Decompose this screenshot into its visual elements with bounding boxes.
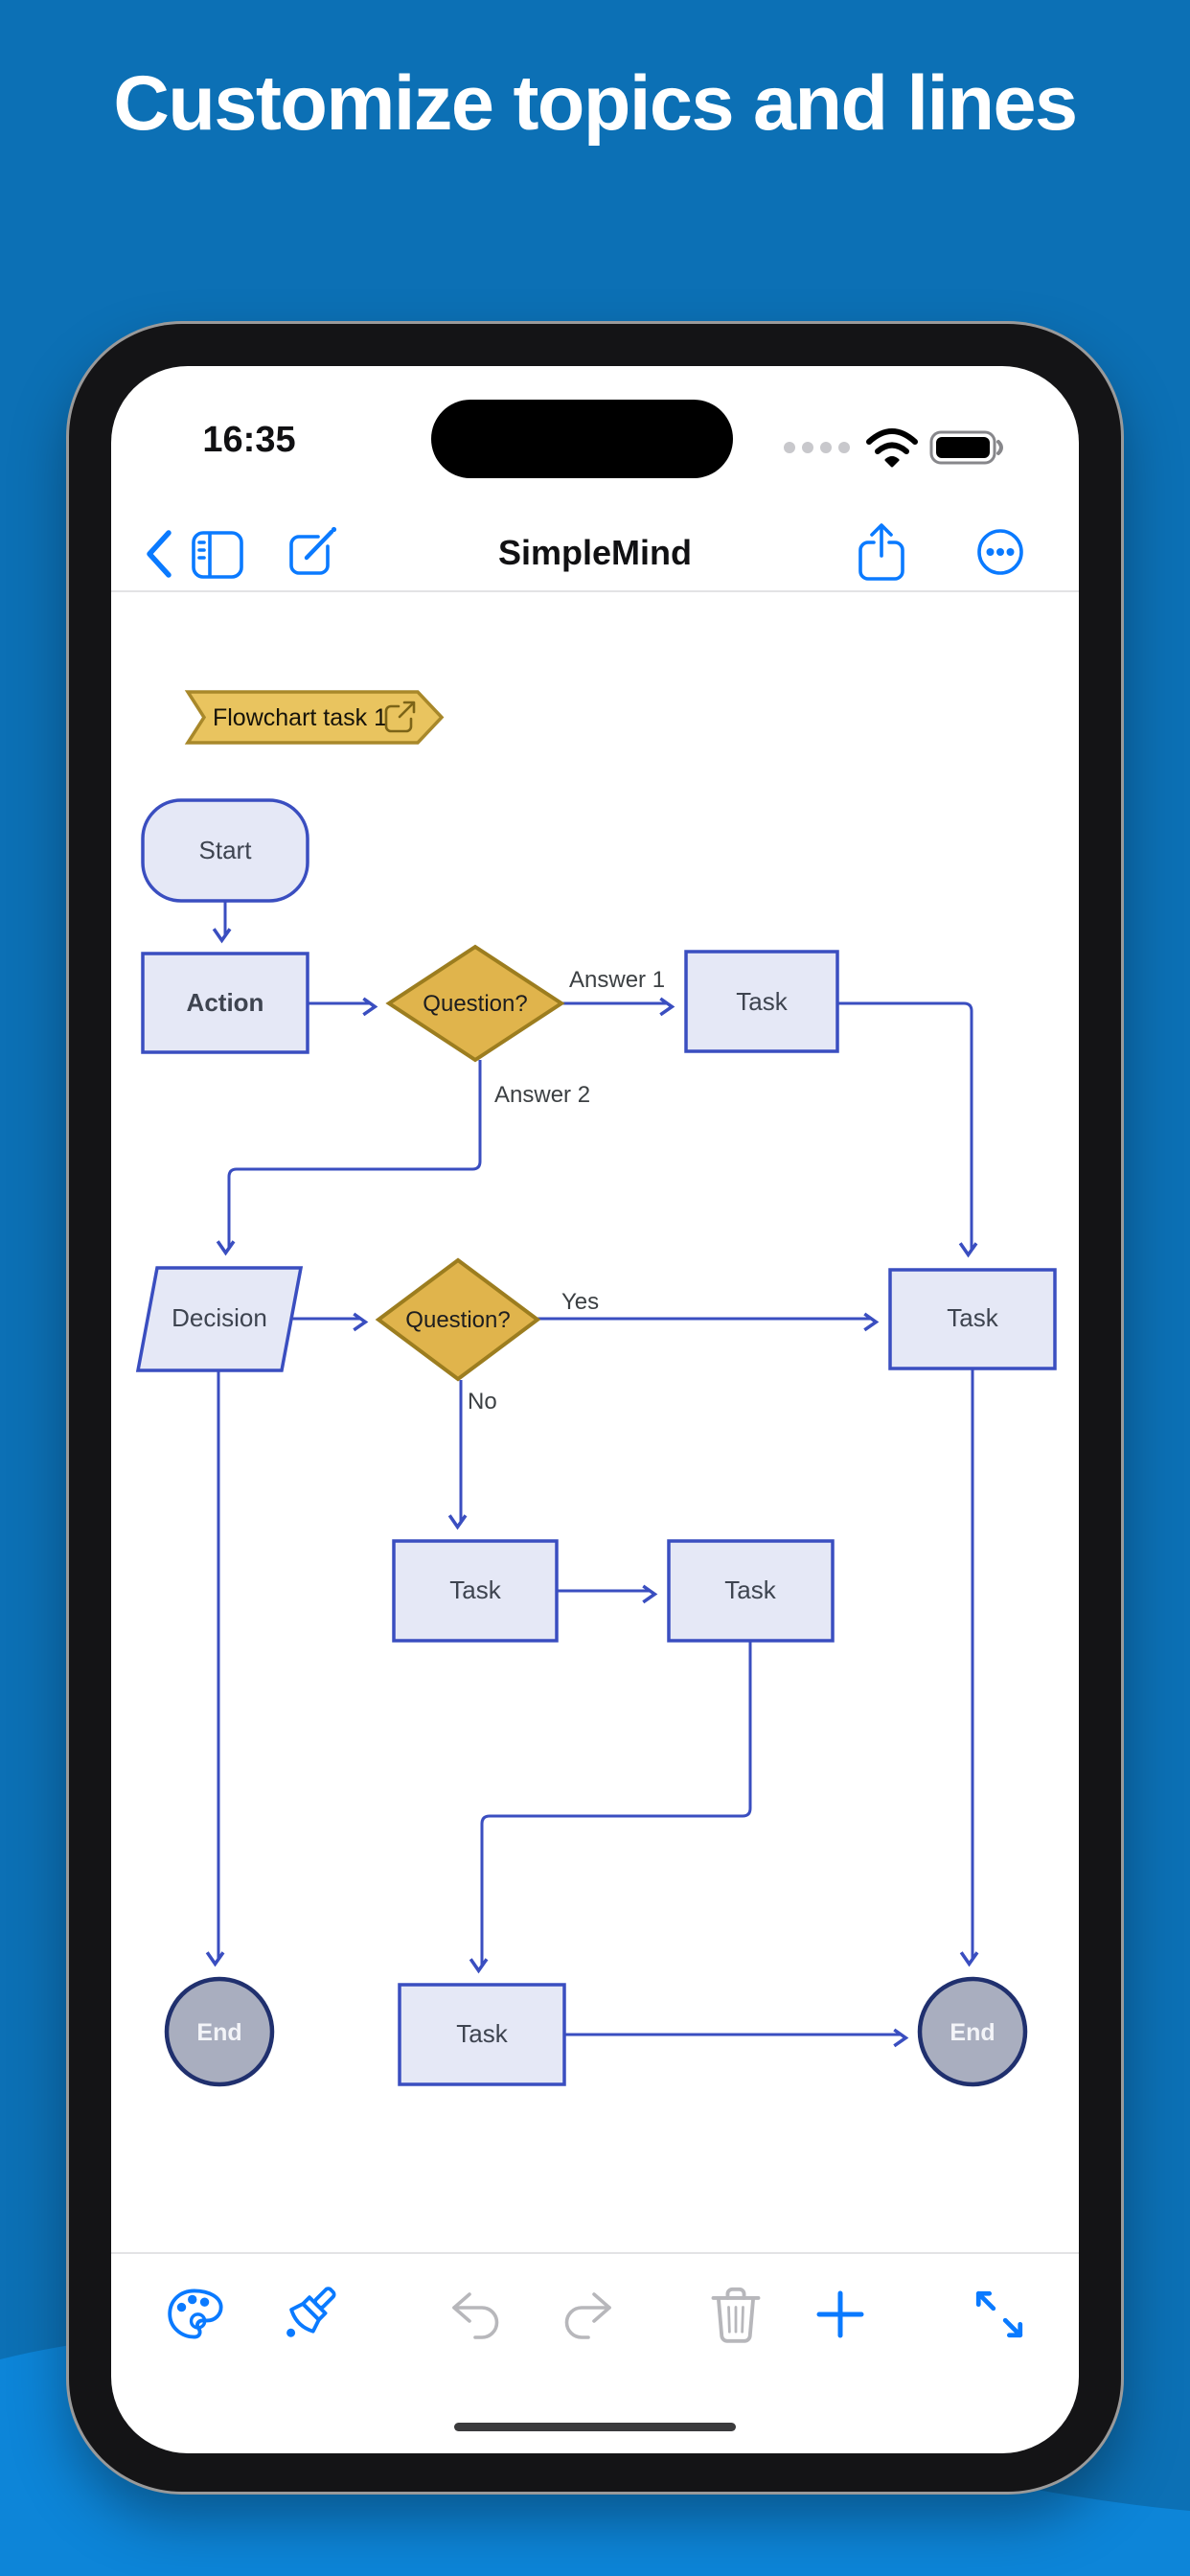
svg-text:Task: Task [449, 1576, 501, 1604]
compose-button[interactable] [286, 525, 339, 582]
node-question-1[interactable]: Question? [385, 944, 565, 1063]
node-task-top[interactable]: Task [684, 950, 839, 1053]
edge-label-no: No [468, 1389, 497, 1414]
svg-text:Task: Task [947, 1303, 998, 1332]
hero-title: Customize topics and lines [113, 60, 1078, 147]
banner-label: Flowchart task 1 [213, 704, 387, 731]
sidebar-button[interactable] [192, 531, 243, 582]
toolbar-divider [111, 2252, 1079, 2254]
statusbar-time: 16:35 [202, 420, 296, 460]
node-question-2[interactable]: Question? [375, 1257, 541, 1382]
more-ellipsis-icon [977, 529, 1023, 575]
flowchart-canvas[interactable]: Answer 1 Answer 2 Yes No Flowchart task … [111, 592, 1079, 2252]
svg-text:Decision: Decision [172, 1303, 267, 1332]
add-topic-button[interactable] [814, 2288, 866, 2343]
edge-label-yes: Yes [561, 1289, 599, 1315]
undo-icon [452, 2292, 499, 2339]
redo-icon [564, 2292, 611, 2339]
bottom-toolbar [111, 2273, 1079, 2379]
external-link-icon [384, 701, 416, 733]
svg-text:Task: Task [456, 2019, 508, 2048]
node-task-mid-left[interactable]: Task [392, 1539, 559, 1643]
banner-flowchart-task[interactable]: Flowchart task 1 [184, 690, 445, 745]
undo-button[interactable] [448, 2288, 504, 2343]
edge-label-answer1: Answer 1 [569, 967, 665, 993]
format-paintbrush-button[interactable] [282, 2283, 343, 2347]
node-start[interactable]: Start [141, 798, 309, 903]
node-decision[interactable]: Decision [135, 1266, 304, 1372]
wifi-icon [866, 428, 918, 468]
node-end-right[interactable]: End [917, 1976, 1028, 2087]
svg-text:Task: Task [724, 1576, 776, 1604]
share-icon [858, 523, 904, 581]
palette-icon [168, 2288, 223, 2339]
back-chevron-icon [147, 530, 172, 578]
cellular-signal-dots-icon [784, 442, 850, 453]
compose-icon [289, 526, 337, 575]
style-palette-button[interactable] [167, 2287, 226, 2345]
svg-text:End: End [950, 2019, 995, 2046]
trash-icon [711, 2287, 761, 2343]
node-action[interactable]: Action [141, 952, 309, 1054]
dynamic-island [431, 400, 733, 478]
battery-icon [929, 430, 1003, 465]
app-title: SimpleMind [497, 533, 692, 572]
add-icon [816, 2290, 864, 2338]
navbar-divider [111, 590, 1079, 592]
svg-text:Question?: Question? [423, 991, 527, 1017]
more-button[interactable] [975, 527, 1025, 580]
node-task-right[interactable]: Task [888, 1268, 1057, 1370]
node-task-bottom[interactable]: Task [398, 1983, 566, 2086]
node-task-mid-right[interactable]: Task [667, 1539, 835, 1643]
back-button[interactable] [142, 525, 178, 586]
delete-button[interactable] [709, 2285, 763, 2347]
phone-screen: 16:35 [111, 366, 1079, 2453]
statusbar-right [782, 426, 1041, 470]
sidebar-panel-icon [192, 531, 243, 579]
node-end-left[interactable]: End [164, 1976, 275, 2087]
edge-label-answer2: Answer 2 [494, 1082, 590, 1108]
svg-text:Task: Task [736, 987, 788, 1016]
svg-text:Action: Action [187, 988, 264, 1017]
home-indicator[interactable] [454, 2423, 736, 2431]
share-button[interactable] [857, 521, 906, 584]
svg-text:Start: Start [199, 836, 253, 864]
resize-arrows-icon [975, 2290, 1023, 2338]
resize-button[interactable] [972, 2287, 1027, 2345]
paintbrush-icon [286, 2287, 336, 2337]
svg-text:Question?: Question? [405, 1307, 510, 1333]
flow-edges [205, 901, 979, 2048]
svg-text:End: End [196, 2019, 241, 2046]
redo-button[interactable] [560, 2288, 615, 2343]
